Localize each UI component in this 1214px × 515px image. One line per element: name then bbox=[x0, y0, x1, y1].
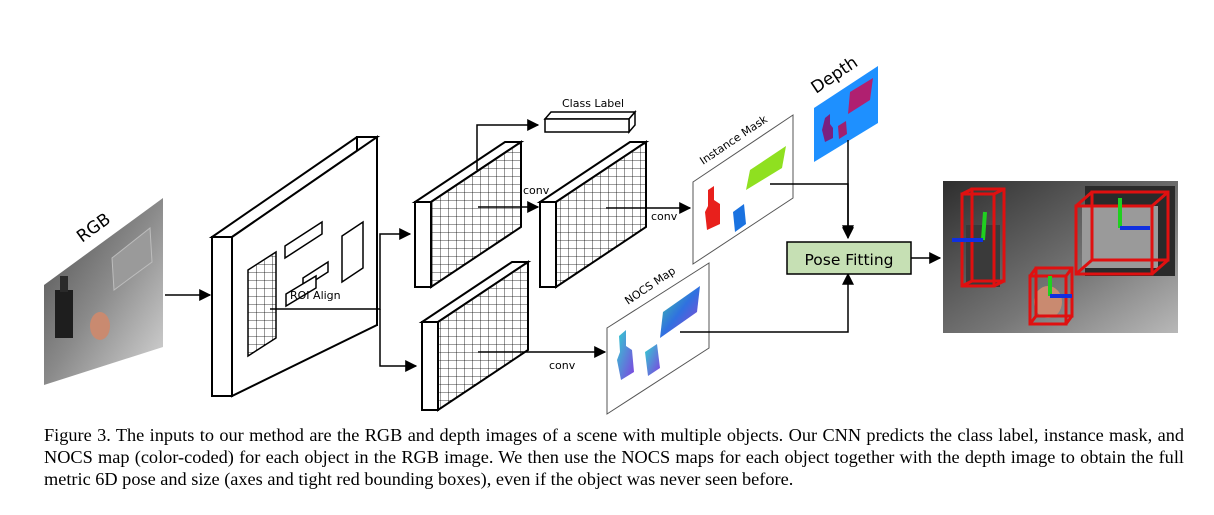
roi-to-branch-arrow-bottom bbox=[379, 309, 418, 372]
figure-caption: Figure 3. The inputs to our method are t… bbox=[44, 425, 1184, 489]
nocs-branch-feature-block bbox=[418, 260, 532, 412]
class-label-text: Class Label bbox=[562, 97, 624, 110]
conv-label-top-1: conv bbox=[523, 184, 550, 197]
pose-fitting-label: Pose Fitting bbox=[804, 251, 893, 269]
pipeline-diagram: RGB ROI Align conv Class Label conv bbox=[44, 53, 1178, 415]
roi-to-branch-arrow-top bbox=[270, 228, 412, 310]
pose-fitting-box bbox=[786, 241, 912, 275]
bounding-box-laptop bbox=[1074, 190, 1170, 276]
nocs-map-to-pose-arrow bbox=[680, 272, 854, 333]
nocs-map-panel bbox=[606, 262, 710, 415]
class-label-box bbox=[543, 109, 637, 135]
output-pose-image bbox=[943, 181, 1178, 333]
bounding-box-mug bbox=[1028, 266, 1074, 326]
instance-mask-panel bbox=[692, 114, 794, 265]
conv-label-top-2: conv bbox=[651, 210, 678, 223]
class-label-arrow bbox=[476, 119, 540, 170]
bounding-box-bottle bbox=[960, 187, 1006, 288]
conv-label-bottom: conv bbox=[549, 359, 576, 372]
backbone-feature-block bbox=[208, 135, 381, 398]
pose-axes-mug bbox=[1048, 276, 1072, 298]
mask-branch-feature-block-1 bbox=[411, 140, 525, 289]
rgb-input-image bbox=[44, 198, 163, 385]
roi-align-label: ROI Align bbox=[290, 289, 341, 302]
pose-axes-laptop bbox=[1118, 198, 1150, 230]
mask-branch-feature-block-2 bbox=[536, 140, 650, 289]
depth-input-image bbox=[814, 66, 878, 162]
pose-axes-bottle bbox=[952, 211, 987, 242]
